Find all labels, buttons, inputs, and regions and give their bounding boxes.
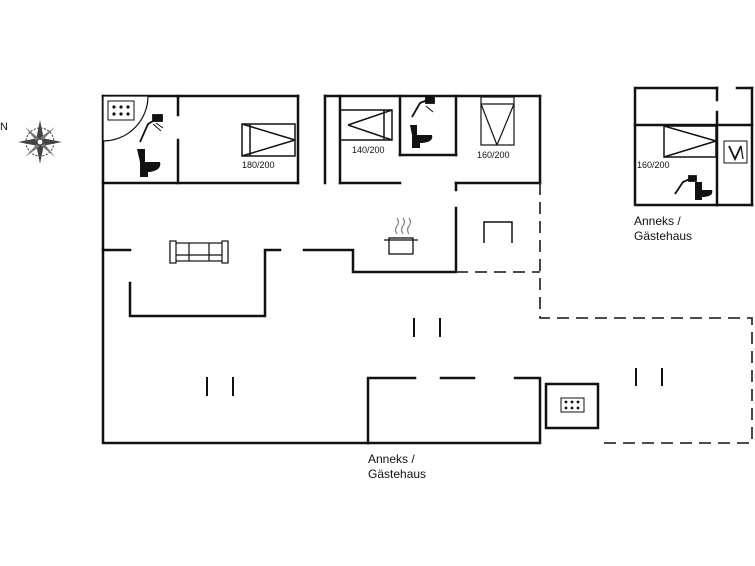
shower-icon <box>723 140 748 164</box>
toilet-icon <box>410 125 433 148</box>
cooking-pot-icon <box>384 217 418 255</box>
bed-icon <box>339 109 393 141</box>
annex-bottom-line1: Anneks / <box>368 452 415 466</box>
bed-icon <box>480 96 515 146</box>
annex-right-line2: Gästehaus <box>634 229 693 243</box>
whirlpool-icon <box>102 95 149 142</box>
bed-size-label: 140/200 <box>352 145 385 155</box>
annex-right-label: Anneks / Gästehaus <box>634 214 692 244</box>
toilet-icon <box>695 182 713 200</box>
bed-icon <box>663 125 717 158</box>
bed-size-label: 160/200 <box>637 160 670 170</box>
shower-icon <box>411 96 435 118</box>
annex-right-line1: Anneks / <box>634 214 681 228</box>
compass-north-label: N <box>0 121 8 133</box>
sauna-icon <box>560 397 585 413</box>
terrace-outline <box>456 183 753 444</box>
sofa-icon <box>169 240 229 264</box>
bed-size-label: 180/200 <box>242 160 275 170</box>
compass-rose-icon: N <box>0 120 62 164</box>
annex-bottom-line2: Gästehaus <box>368 467 427 481</box>
fireplace-icon <box>483 221 513 243</box>
bed-icon <box>241 123 296 157</box>
door-marks <box>206 318 663 396</box>
bed-size-label: 160/200 <box>477 150 510 160</box>
annex-bottom-label: Anneks / Gästehaus <box>368 452 426 482</box>
shower-icon <box>674 175 697 195</box>
shower-icon <box>139 114 164 143</box>
toilet-icon <box>137 149 161 177</box>
